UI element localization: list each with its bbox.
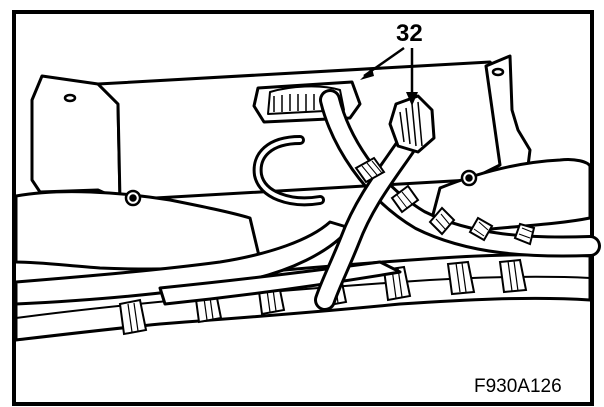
callout-arrowheads <box>360 68 418 106</box>
bracket-top-panel <box>96 60 510 202</box>
connector-plug-ribs <box>399 101 423 147</box>
connector-plug <box>388 94 436 154</box>
bracket-hole-right <box>491 67 505 77</box>
bracket-hole-left <box>63 93 77 103</box>
figure-frame <box>12 10 594 406</box>
figure-code: F930A126 <box>474 376 562 397</box>
main-harness-tape <box>354 156 536 246</box>
main-harness-tape-hatching <box>361 160 533 239</box>
callout-label: 32 <box>396 20 423 47</box>
